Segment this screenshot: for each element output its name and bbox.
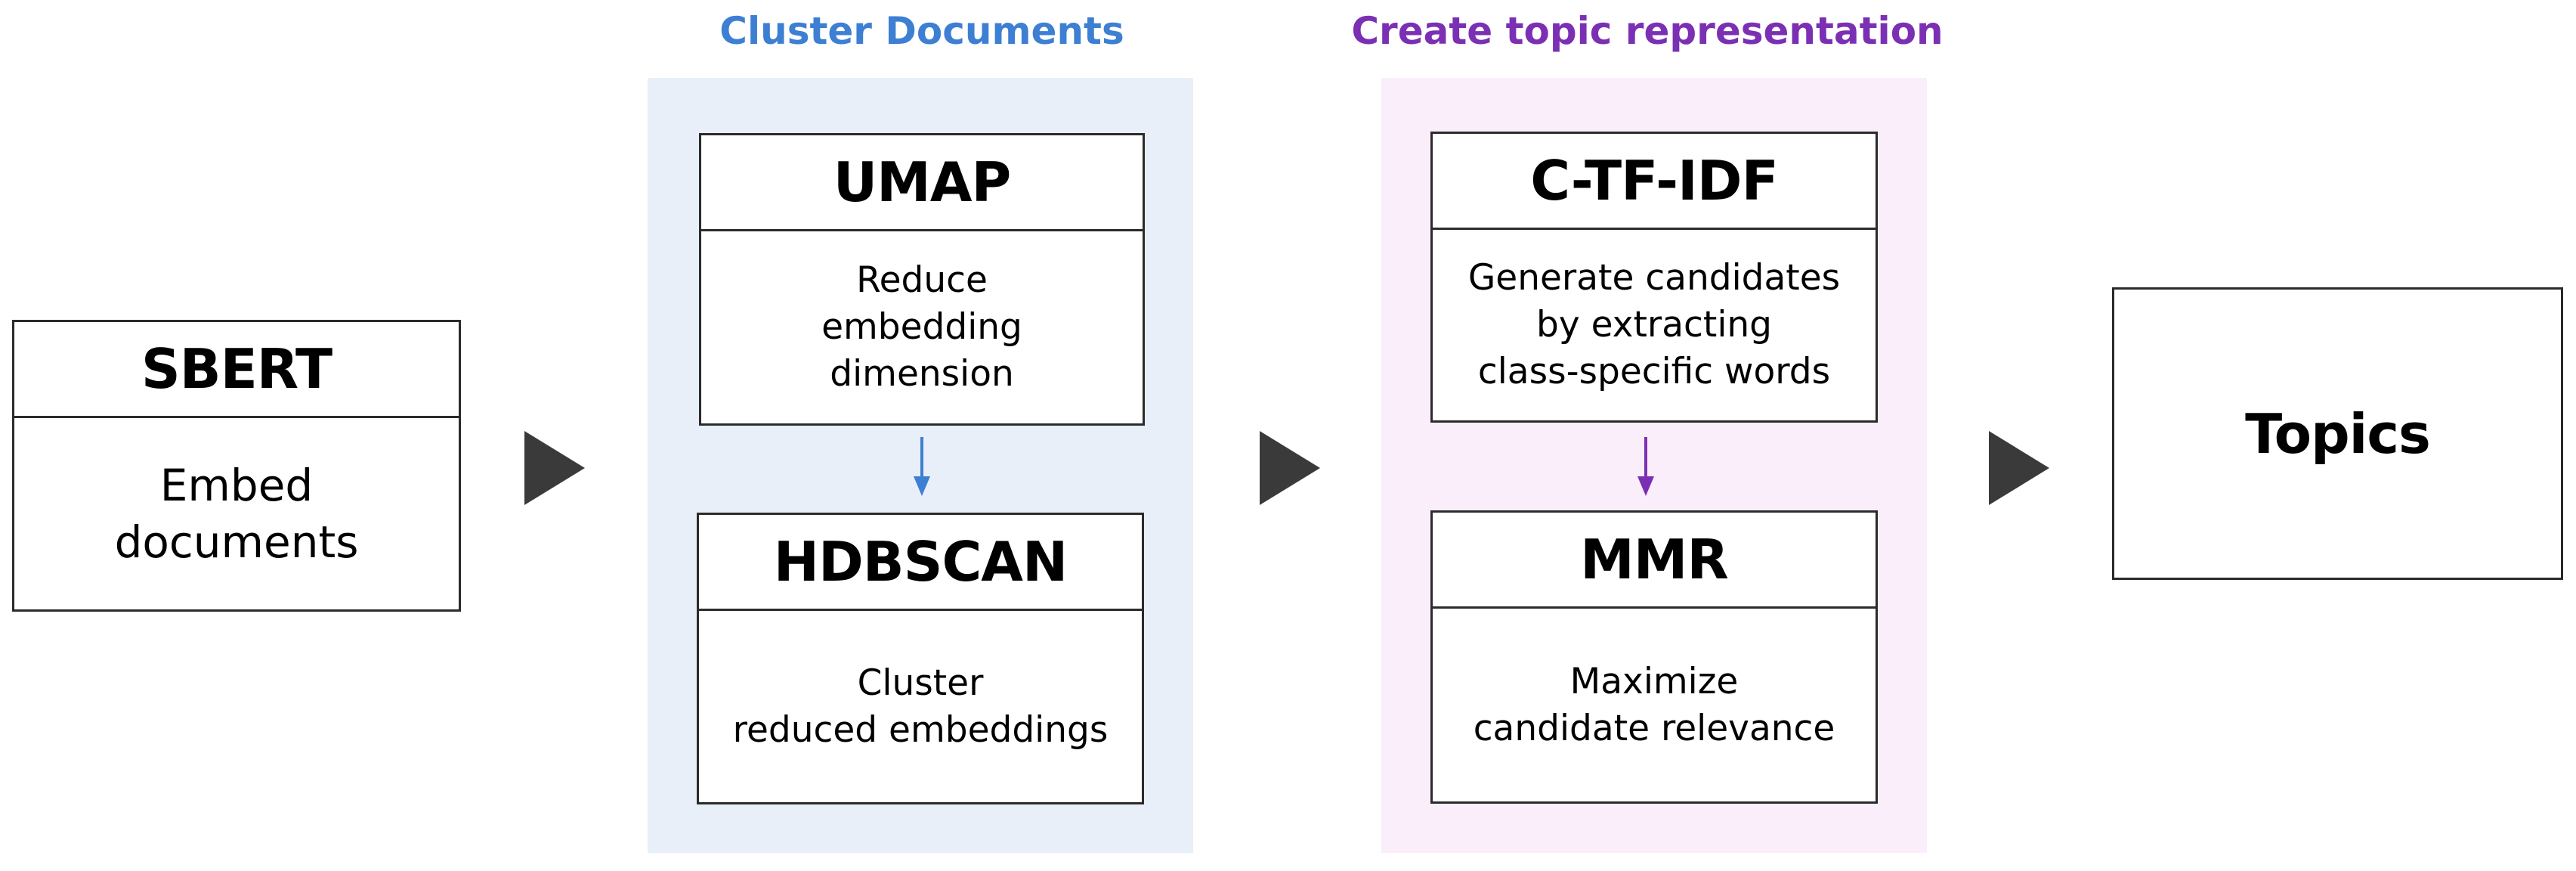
ctfidf-title: C-TF-IDF <box>1433 134 1876 230</box>
umap-box: UMAP Reduce embedding dimension <box>699 133 1145 426</box>
sbert-description-container: Embed documents <box>14 418 459 609</box>
ctfidf-description: Generate candidates by extracting class-… <box>1467 257 1841 392</box>
hdbscan-description-container: Cluster reduced embeddings <box>699 611 1142 802</box>
mmr-box: MMR Maximize candidate relevance <box>1430 510 1878 804</box>
flow-arrow-icon <box>1989 431 2049 505</box>
flow-arrow-icon <box>1260 431 1320 505</box>
flow-arrow-icon <box>524 431 585 505</box>
ctfidf-box: C-TF-IDF Generate candidates by extracti… <box>1430 132 1878 423</box>
umap-description-container: Reduce embedding dimension <box>701 231 1143 423</box>
umap-title: UMAP <box>701 135 1143 231</box>
umap-description: Reduce embedding dimension <box>821 259 1022 395</box>
down-arrow-icon <box>914 437 930 496</box>
mmr-description-container: Maximize candidate relevance <box>1433 609 1876 801</box>
sbert-description: Embed documents <box>114 459 359 568</box>
mmr-description: Maximize candidate relevance <box>1473 660 1835 749</box>
topics-box: Topics <box>2112 287 2563 580</box>
sbert-title: SBERT <box>14 322 459 418</box>
mmr-title: MMR <box>1433 513 1876 609</box>
hdbscan-title: HDBSCAN <box>699 515 1142 611</box>
ctfidf-description-container: Generate candidates by extracting class-… <box>1433 230 1876 420</box>
sbert-box: SBERT Embed documents <box>12 320 461 612</box>
hdbscan-description: Cluster reduced embeddings <box>732 662 1109 751</box>
create-topic-representation-title: Create topic representation <box>1351 9 1944 53</box>
cluster-documents-title: Cluster Documents <box>719 9 1124 53</box>
hdbscan-box: HDBSCAN Cluster reduced embeddings <box>697 513 1144 804</box>
down-arrow-icon <box>1637 437 1654 496</box>
